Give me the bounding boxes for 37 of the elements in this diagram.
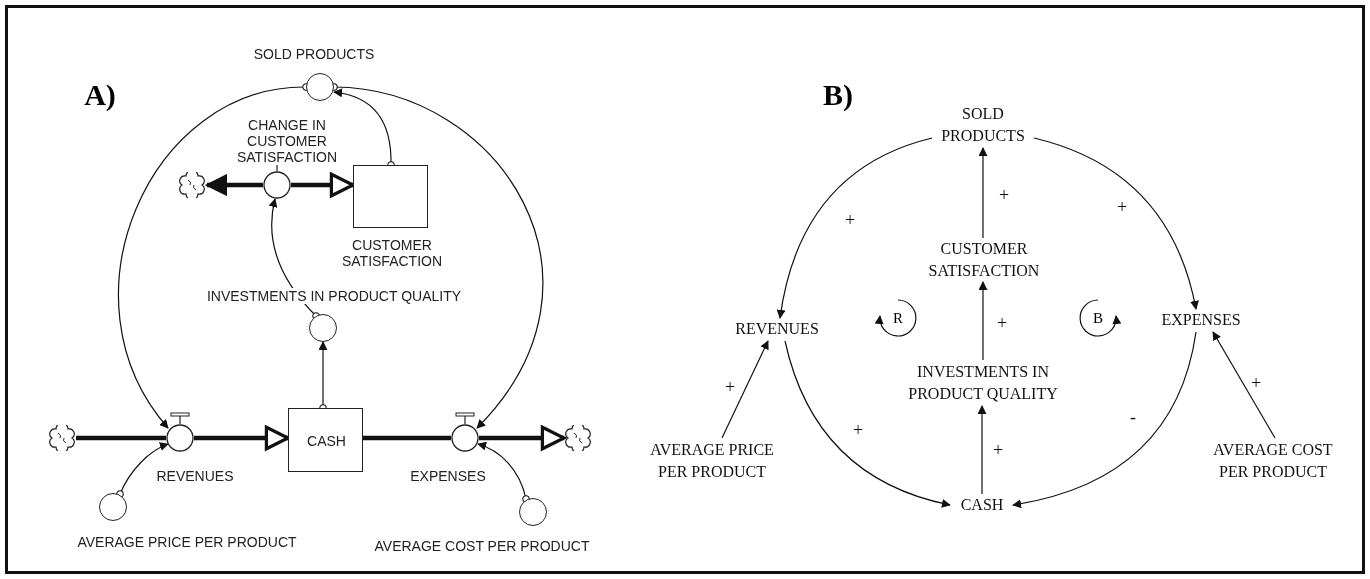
variable-label: EXPENSES [1146,309,1256,331]
arrow [1033,137,1199,310]
variable-label: SOLD PRODUCTS [928,103,1038,147]
arrow [784,340,951,508]
variable-label: AVERAGE COST PER PRODUCT [1200,439,1346,483]
arrow [477,442,530,503]
arrow [776,137,933,319]
flow-pipe [479,425,566,451]
variable-label: CASH [952,494,1012,516]
loop-label: B [1093,309,1103,327]
stock-box [288,408,363,472]
arrow [978,147,988,239]
panel-label: B) [823,78,853,112]
variable-label: AVERAGE PRICE PER PRODUCT [637,439,787,483]
variable-label: CUSTOMER SATISFACTION [916,238,1052,282]
variable-name: REVENUES [154,468,236,484]
variable-label: REVENUES [722,318,832,340]
arrow [269,198,320,320]
variable-name: AVERAGE PRICE PER PRODUCT [75,534,299,550]
flow-pipe [194,425,290,451]
flow-pipe [204,173,263,197]
variable-label: INVESTMENTS IN PRODUCT QUALITY [893,361,1073,405]
flow-pipe [76,435,166,441]
arrow [1212,331,1276,439]
variable-name: EXPENSES [408,468,488,484]
arrow [977,405,987,495]
variable-name: AVERAGE COST PER PRODUCT [372,538,592,554]
variable-name: SOLD PRODUCTS [251,46,377,62]
arrow [116,442,169,498]
loop-label: R [893,309,903,327]
flow-pipe [363,435,451,441]
panel-label: A) [84,78,116,112]
arrow [978,281,988,361]
flow-pipe [291,172,355,198]
variable-name: CASH [305,433,348,449]
arrow [1012,331,1197,508]
arrow [721,340,769,439]
